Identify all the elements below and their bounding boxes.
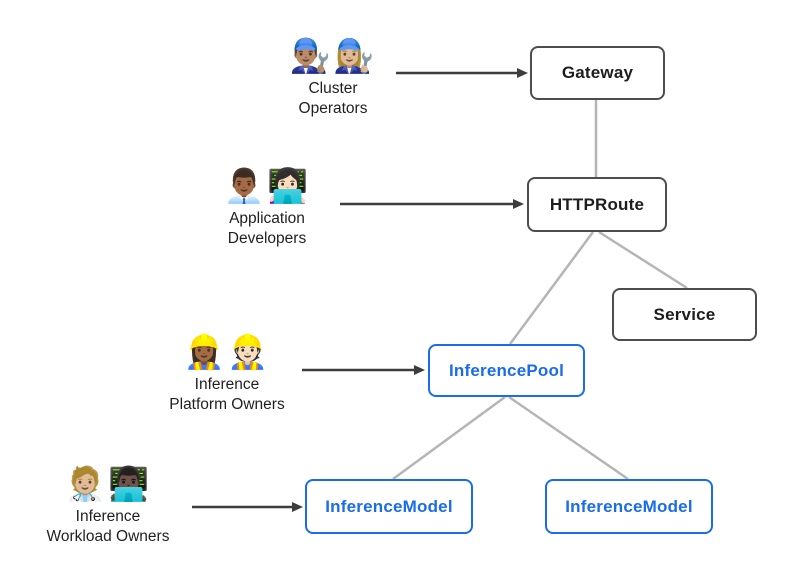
edge-httproute-inferencepool [508, 231, 595, 345]
cluster-operators-label: Cluster Operators [298, 80, 368, 117]
actor-inference-workload-owners: 🧑🏼‍⚕️👨🏿‍💻 Inference Workload Owners [8, 464, 208, 547]
inferencemodel-right-node: InferenceModel [545, 479, 713, 534]
inference-workload-owners-health-worker-technologist-emoji-icon: 🧑🏼‍⚕️👨🏿‍💻 [64, 465, 152, 502]
inference-workload-owners-label: Inference Workload Owners [46, 508, 170, 545]
edge-httproute-service [598, 230, 688, 290]
cluster-operators-mechanics-emoji-icon: 👨🏽‍🔧👩🏼‍🔧 [289, 37, 377, 74]
inferencepool-node: InferencePool [428, 344, 585, 397]
actor-application-developers: 👨🏾‍💼👩🏻‍💻 Application Developers [177, 166, 357, 249]
inference-platform-owners-construction-workers-emoji-icon: 👷🏾‍♀️👷🏻 [183, 333, 271, 370]
actor-cluster-operators: 👨🏽‍🔧👩🏼‍🔧 Cluster Operators [243, 36, 423, 119]
actor-inference-platform-owners: 👷🏾‍♀️👷🏻 Inference Platform Owners [127, 332, 327, 415]
httproute-node: HTTPRoute [527, 177, 667, 232]
application-developers-office-worker-technologist-emoji-icon: 👨🏾‍💼👩🏻‍💻 [223, 167, 311, 204]
edge-inferencepool-inferencemodel-left [392, 395, 506, 481]
edge-inferencepool-inferencemodel-right [508, 395, 629, 481]
application-developers-label: Application Developers [227, 210, 307, 247]
inference-platform-owners-label: Inference Platform Owners [169, 376, 285, 413]
gateway-node: Gateway [530, 46, 665, 100]
service-node: Service [612, 288, 757, 341]
inferencemodel-left-node: InferenceModel [305, 479, 473, 534]
